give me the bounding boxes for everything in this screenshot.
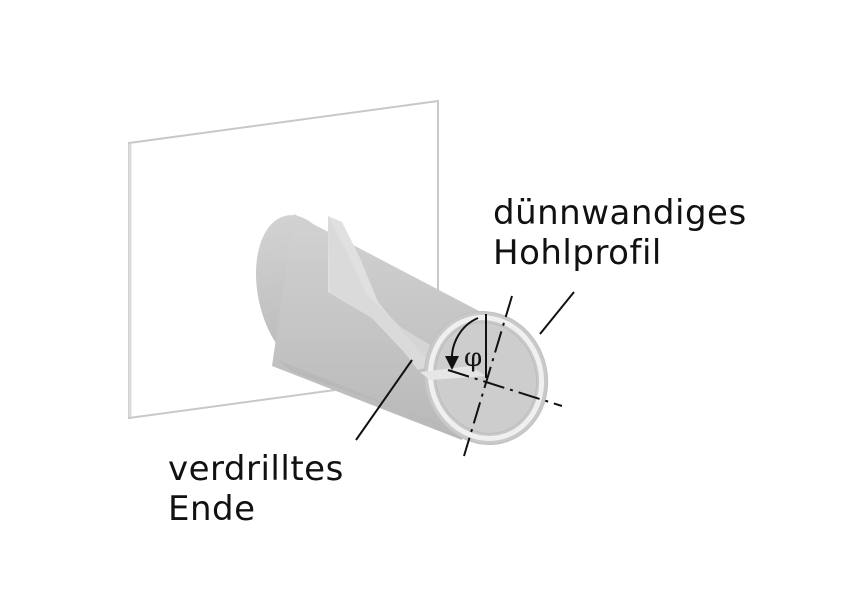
label-profile-line1: dünnwandiges [493, 193, 747, 233]
horizontal-axis [447, 369, 563, 407]
label-end-line2: Ende [168, 489, 256, 529]
angle-arrowhead [445, 356, 459, 370]
leader-lines [355, 291, 575, 441]
center-axes [447, 295, 563, 457]
twisted-surface [328, 216, 470, 370]
profile-leader [539, 291, 575, 335]
end-leader [355, 359, 413, 441]
angle-label: φ [464, 343, 482, 373]
label-end-line1: verdrilltes [168, 449, 344, 489]
label-profile-line2: Hohlprofil [493, 233, 662, 273]
twist-angle: φ [445, 317, 482, 373]
vertical-axis [463, 295, 513, 457]
